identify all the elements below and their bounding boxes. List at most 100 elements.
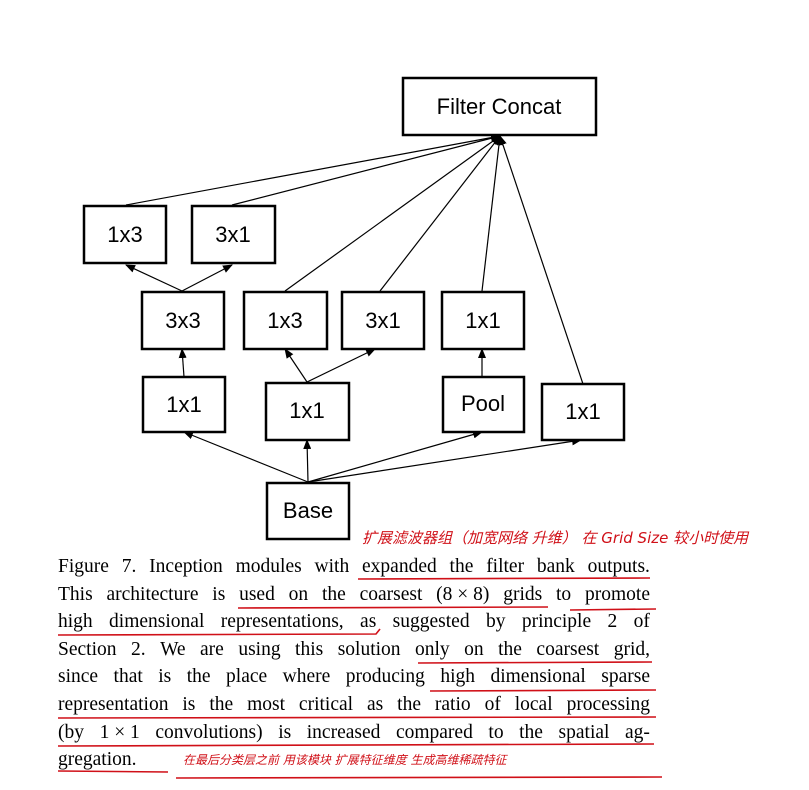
caption-word: the [519, 721, 543, 743]
edge-b3-1x1-concat [481, 135, 503, 292]
node-b3-pool: Pool [441, 375, 526, 434]
caption-word: most [247, 693, 285, 715]
node-b1-3x3: 3x3 [140, 290, 226, 351]
caption-word: of [484, 693, 501, 715]
edges [125, 133, 584, 483]
caption-word: are [200, 638, 224, 660]
caption-word: convolutions) [155, 721, 263, 743]
caption-word: is [158, 666, 172, 688]
caption-word: (by [58, 721, 84, 743]
caption-word: ratio [434, 693, 471, 715]
edge-b2-1x1-3x1 [306, 348, 376, 383]
caption-word: as [366, 693, 384, 715]
caption-word: gregation. [58, 749, 137, 771]
caption-word: bank [536, 556, 575, 577]
caption-word: sparse [601, 666, 650, 688]
caption-word: spatial [558, 721, 610, 743]
caption-word: used [239, 583, 275, 605]
caption-line: (by 1 × 1 convolutions) is increased compared… [58, 719, 650, 747]
node-label: Base [283, 498, 333, 523]
node-label: Filter Concat [437, 94, 562, 119]
caption-word: Inception [149, 556, 223, 577]
caption-word: is [212, 583, 226, 605]
node-label: 1x1 [565, 399, 600, 424]
caption-word: compared [395, 721, 473, 743]
caption-word: local [514, 693, 553, 715]
caption-word: We [160, 638, 186, 660]
caption-word: by [485, 611, 506, 633]
caption-word: place [226, 666, 268, 688]
node-label: 3x1 [365, 308, 400, 333]
edge-base-b2-1x1 [303, 439, 312, 483]
caption-word: architecture [106, 583, 199, 605]
caption-word: outputs. [587, 556, 650, 577]
caption-word: Section [58, 638, 117, 660]
caption-word: on [464, 638, 484, 660]
node-b1-1x3: 1x3 [82, 204, 168, 265]
node-base: Base [265, 481, 351, 541]
node-b2-1x3: 1x3 [242, 290, 329, 351]
caption-word: using [238, 638, 281, 660]
node-b4-1x1: 1x1 [540, 382, 626, 442]
node-label: 3x3 [165, 308, 200, 333]
edge-b4-1x1-concat [499, 135, 584, 385]
caption-word: modules [235, 556, 302, 577]
caption-word: that [113, 666, 143, 688]
caption-word: as [360, 611, 377, 633]
node-label: Pool [461, 391, 505, 416]
caption-word: high [440, 666, 475, 688]
edge-b2-1x3-concat [284, 135, 501, 292]
caption-word: the [498, 638, 522, 660]
edge-b2-3x1-concat [379, 135, 501, 292]
caption-word: principle [521, 611, 592, 633]
caption-word: increased [306, 721, 381, 743]
caption-word: of [633, 611, 650, 633]
edge-base-pool [307, 430, 483, 483]
caption-word: is [278, 721, 292, 743]
caption-word: the [186, 666, 211, 688]
edge-3x3-1x3 [125, 264, 183, 292]
caption-word: dimensional [490, 666, 586, 688]
caption-word: since [58, 666, 99, 688]
caption-word: high [58, 611, 93, 633]
node-label: 1x1 [166, 392, 201, 417]
caption-word: expanded [362, 556, 437, 577]
caption-word: critical [298, 693, 354, 715]
edge-base-b1-1x1 [183, 431, 309, 483]
caption-word: ag- [625, 721, 650, 743]
edge-3x1-concat [231, 134, 501, 206]
caption-word: coarsest [536, 638, 600, 660]
caption-word: Figure [58, 556, 109, 577]
node-label: 1x3 [267, 308, 302, 333]
caption-word: on [288, 583, 309, 605]
node-b2-3x1: 3x1 [340, 290, 426, 351]
node-filter-concat: Filter Concat [401, 76, 598, 137]
caption-word: to [556, 583, 572, 605]
handwritten-note-top: 扩展滤波器组（加宽网络 升维） 在 Grid Size 较小时使用 [362, 529, 749, 547]
caption-word: coarsest [359, 583, 423, 605]
caption-word: the [449, 556, 474, 577]
caption-word: 7. [121, 556, 137, 577]
caption-word: solution [337, 638, 401, 660]
caption-word: representation [58, 693, 169, 715]
node-b1-1x1: 1x1 [141, 375, 227, 434]
caption-word: grid, [613, 638, 650, 660]
node-label: 1x1 [289, 398, 324, 423]
caption-word: This [58, 583, 93, 605]
caption-word: dimensional [109, 611, 205, 633]
caption-word: 2 [607, 611, 618, 633]
caption-word: the [209, 693, 234, 715]
caption-word: 1 × 1 [99, 721, 140, 743]
caption-word: the [397, 693, 421, 715]
caption-word: where [282, 666, 331, 688]
caption-word: with [314, 556, 350, 577]
node-label: 1x1 [465, 308, 500, 333]
caption-word: promote [584, 583, 650, 605]
edge-base-b4-1x1 [307, 437, 582, 483]
